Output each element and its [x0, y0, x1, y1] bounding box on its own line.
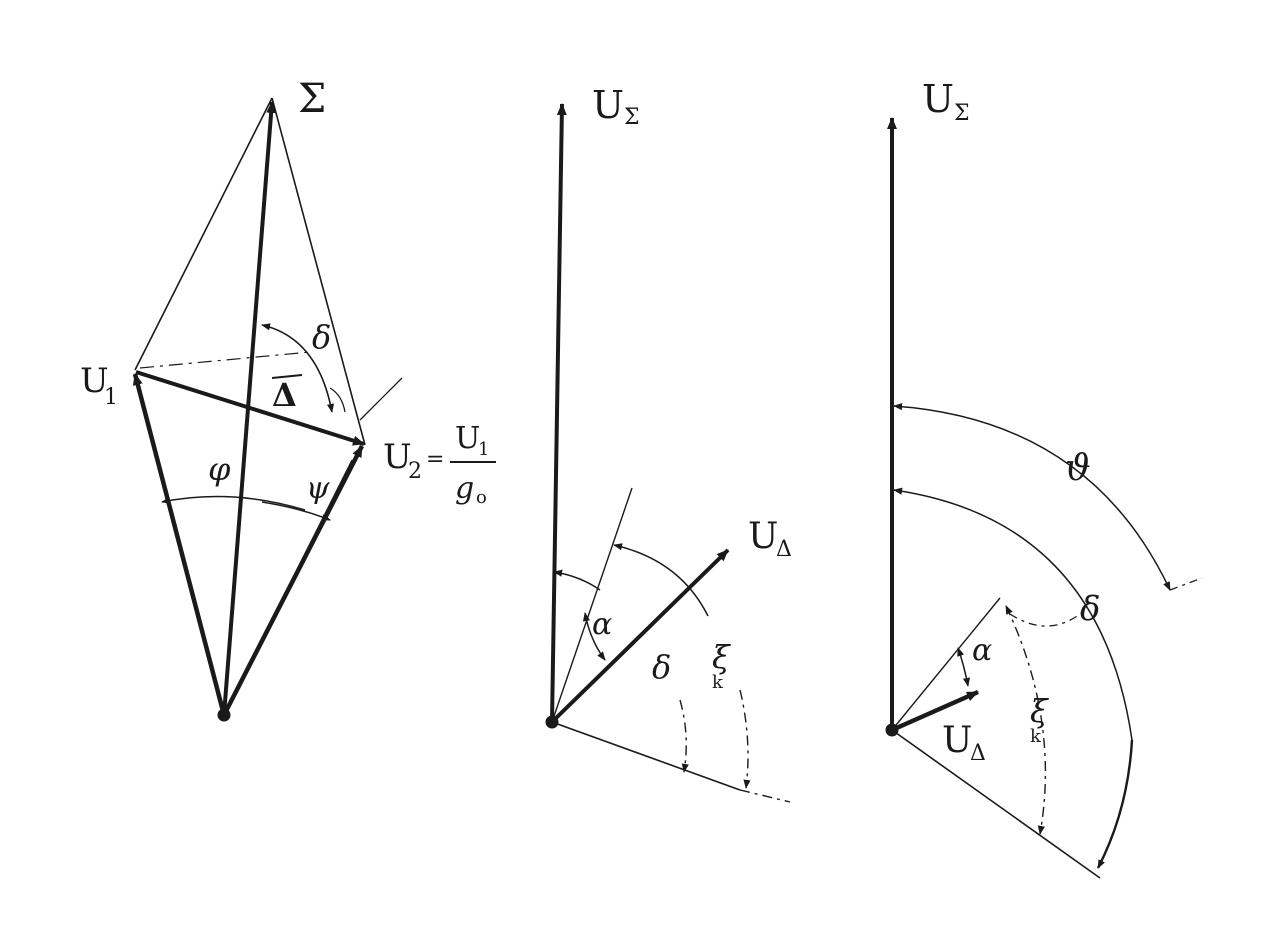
thin-ray-3 [891, 597, 1001, 731]
label-phi: φ [208, 450, 231, 488]
label-u1-sub: 1 [104, 385, 118, 410]
delta-overbar [271, 374, 303, 379]
label-udelta-3-sub: Δ [970, 741, 986, 766]
reference-ray-2 [551, 721, 741, 791]
label-usigma-2-sub: Σ [624, 105, 640, 130]
label-xi-3-sub: k [1030, 726, 1042, 747]
dash-line-u1 [139, 351, 311, 369]
origin-dot-1 [217, 708, 231, 722]
arc-xi-2 [739, 689, 751, 789]
label-u2: U [383, 437, 412, 477]
vector-udelta-2 [550, 548, 730, 724]
label-usigma-3-sub: Σ [954, 101, 970, 126]
figure-3-labels: U Σ U Δ ϑ δ α ξ k [922, 77, 1100, 766]
label-equals: = [426, 447, 444, 472]
origin-dot-2 [545, 715, 559, 729]
label-u2-sub: 2 [408, 459, 422, 484]
theta-dash-tick [1169, 577, 1203, 591]
label-delta-2: δ [652, 648, 671, 686]
reference-ray-2-dash [739, 789, 791, 803]
label-delta-angle: δ [312, 318, 331, 356]
line-sigma-to-u2 [271, 97, 366, 446]
label-sigma: Σ [298, 76, 326, 122]
figure-1-labels: Σ U 1 U 2 = U 1 g o Δ φ ψ δ [80, 76, 496, 508]
arc-small [329, 387, 346, 413]
label-frac-den-sub: o [476, 487, 487, 508]
arc-alpha-3 [957, 647, 971, 687]
figure-3-vector-diagram [885, 117, 1203, 879]
label-frac-num-sub: 1 [478, 439, 489, 460]
label-udelta-3: U [942, 720, 972, 761]
arc-delta-2 [613, 543, 709, 617]
arc-delta-3-lower [1096, 739, 1134, 869]
label-xi-2: ξ [712, 638, 731, 676]
label-xi-2-sub: k [712, 672, 724, 693]
label-udelta-2-sub: Δ [776, 537, 792, 562]
arc-phi [161, 495, 306, 511]
vector-udelta-3 [891, 689, 979, 733]
figure-1-vector-diagram [132, 97, 403, 722]
line-u1-to-sigma [134, 97, 273, 371]
arc-delta [261, 323, 335, 413]
figure-2-vector-diagram [545, 103, 791, 803]
arc-delta-2-lower [679, 699, 689, 773]
reference-ray-3 [891, 729, 1101, 879]
arc-theta-3 [893, 402, 1171, 591]
figure-2-labels: U Σ U Δ α δ ξ k [592, 83, 792, 693]
arc-gamma-2 [553, 569, 601, 591]
vector-usigma-2 [550, 103, 567, 723]
vector-u2 [221, 444, 365, 717]
label-frac-num: U [455, 421, 480, 456]
arc-psi [261, 501, 331, 521]
vector-u1 [132, 373, 227, 716]
origin-dot-3 [885, 723, 899, 737]
arc-xi-3 [1005, 605, 1047, 835]
label-theta-3: ϑ [1065, 448, 1091, 489]
dash-line-tick [359, 377, 403, 421]
label-xi-3: ξ [1030, 692, 1049, 730]
label-usigma-2: U [592, 83, 624, 127]
label-alpha-2: α [592, 607, 612, 642]
vector-delta [135, 370, 365, 446]
label-u1: U [80, 361, 109, 401]
label-delta-bar: Δ [272, 376, 297, 414]
label-psi: ψ [306, 471, 330, 506]
arc-delta-3 [893, 487, 1133, 741]
arc-alpha-2 [582, 612, 606, 661]
arc-dash-3 [1009, 609, 1086, 627]
label-usigma-3: U [922, 77, 954, 121]
label-alpha-3: α [972, 633, 992, 668]
label-udelta-2: U [748, 516, 778, 557]
label-delta-3: δ [1080, 589, 1100, 629]
label-frac-den: g [455, 471, 474, 506]
thin-ray-2 [551, 487, 633, 723]
